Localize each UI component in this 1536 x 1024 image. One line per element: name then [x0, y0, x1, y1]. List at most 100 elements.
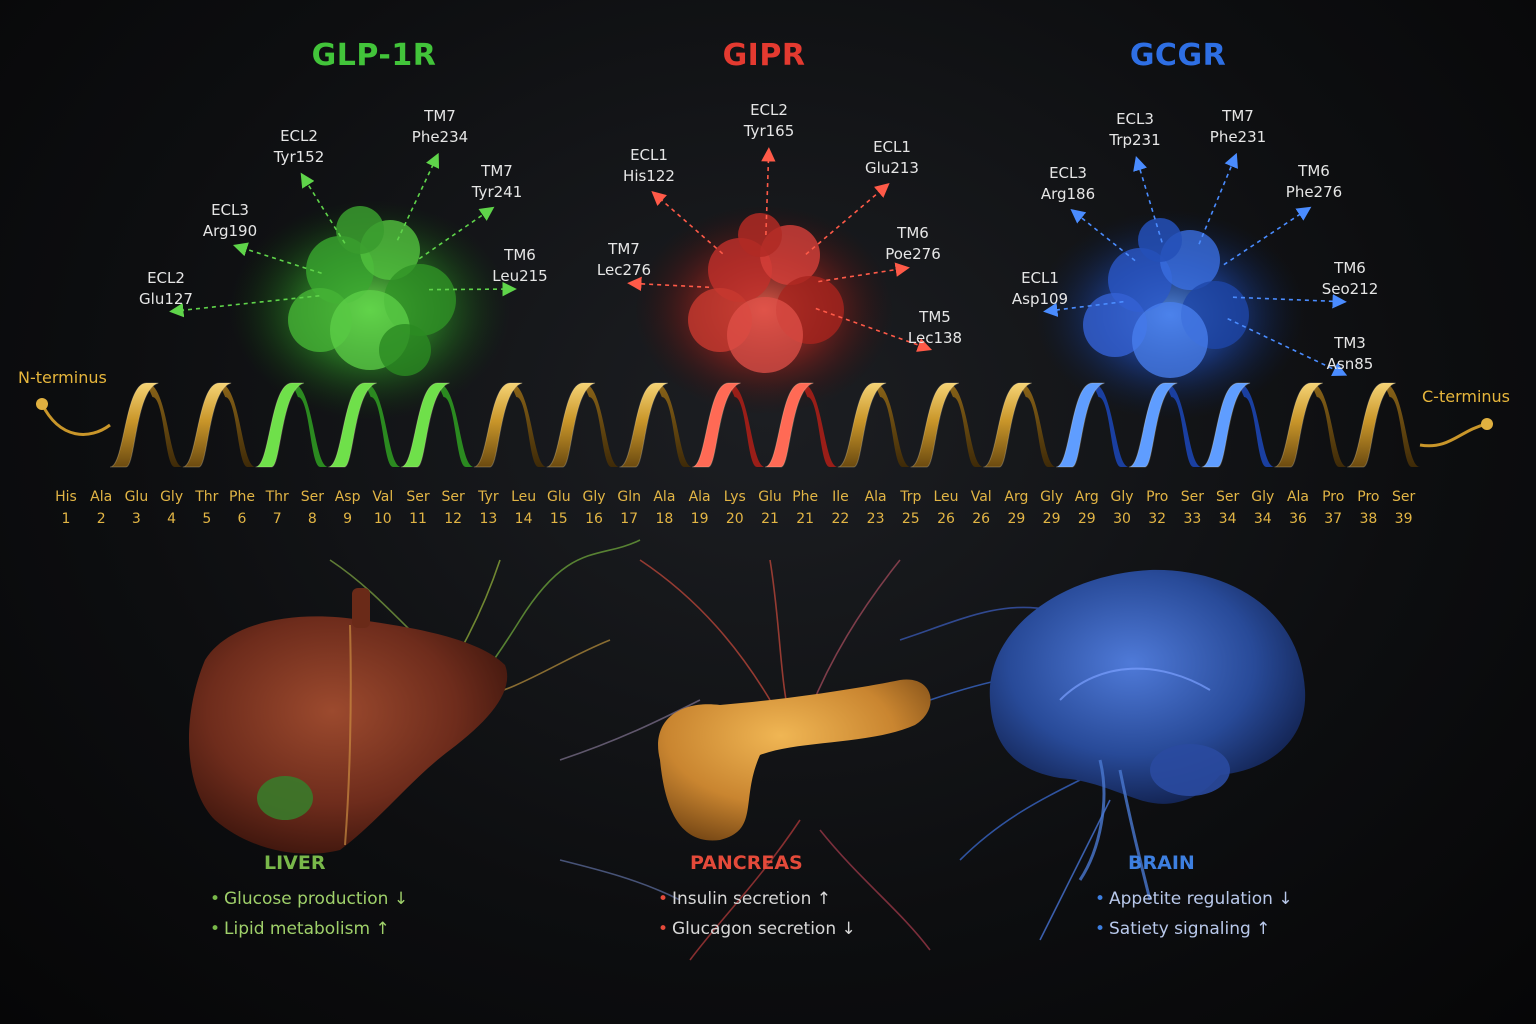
residue-label: Pro 37	[1313, 486, 1353, 530]
residue-number: 13	[479, 511, 498, 527]
residue-number: 33	[1183, 511, 1202, 527]
residue-label: Pro 32	[1137, 486, 1177, 530]
binding-arrow	[232, 242, 322, 275]
organ-title-liver: LIVER	[264, 852, 326, 874]
helix-front-strand	[546, 382, 596, 468]
helix-front-strand	[1128, 382, 1178, 468]
liver-illustration	[188, 588, 508, 854]
helix-front-strand	[619, 382, 669, 468]
helix-back-strand	[1019, 383, 1057, 467]
receptor-structures	[230, 200, 1305, 420]
binding-arrow	[818, 262, 910, 283]
residue-number: 4	[167, 511, 177, 527]
n-terminus-label: N-terminus	[18, 368, 107, 387]
residue-number: 26	[972, 511, 991, 527]
residue-name: Gly	[1110, 489, 1134, 505]
residue-number: 11	[409, 511, 427, 527]
peptide-helix	[36, 382, 1493, 468]
helix-front-strand	[910, 382, 960, 468]
organ-title-brain: BRAIN	[1128, 852, 1195, 874]
residue-label: Val 26	[961, 486, 1001, 530]
residue-number: 34	[1218, 511, 1237, 527]
helix-front-strand	[983, 382, 1032, 468]
residue-number: 18	[655, 511, 674, 527]
residue-name: Ser	[1180, 489, 1205, 505]
signaling-network	[329, 539, 1111, 961]
residue-number: 17	[620, 511, 639, 527]
residue-label: Ser 34	[1208, 486, 1248, 530]
helix-front-strand	[1055, 382, 1105, 468]
residue-name: Glu	[124, 489, 149, 505]
brain-effects-list: •Appetite regulation ↓ •Satiety signalin…	[1095, 884, 1293, 944]
residue-name: Val	[970, 489, 992, 505]
residue-name: Lys	[723, 489, 746, 505]
residue-name: Ile	[832, 489, 849, 505]
residue-number: 38	[1359, 511, 1378, 527]
residue-number: 29	[1077, 511, 1096, 527]
binding-arrows	[169, 147, 1348, 376]
residue-number: 32	[1148, 511, 1167, 527]
helix-back-strand	[291, 383, 329, 467]
residue-name: Pro	[1322, 489, 1345, 505]
residue-number: 10	[373, 511, 392, 527]
brain-illustration	[989, 569, 1306, 901]
receptor-title-gcgr: GCGR	[1129, 38, 1227, 73]
residue-number: 22	[831, 511, 850, 527]
residue-name: Pro	[1146, 489, 1169, 505]
effect-item: •Insulin secretion ↑	[658, 889, 831, 909]
residue-number: 12	[444, 511, 463, 527]
binding-arrow	[428, 281, 517, 297]
effect-item: •Satiety signaling ↑	[1095, 919, 1271, 939]
helix-back-strand	[655, 383, 693, 467]
helix-back-strand	[437, 383, 474, 467]
helix-front-strand	[473, 382, 523, 468]
residue-name: Ser	[1215, 489, 1240, 505]
residue-name: Ser	[300, 489, 325, 505]
binding-arrow	[761, 147, 776, 236]
helix-front-strand	[400, 382, 450, 468]
residue-name: Arg	[1074, 489, 1099, 505]
residue-name: Phe	[229, 489, 255, 505]
n-terminus-bead	[36, 398, 48, 410]
gipr-structure	[634, 205, 894, 415]
residue-number: 2	[96, 511, 106, 527]
residue-name: Leu	[511, 489, 537, 505]
residue-number: 9	[343, 511, 353, 527]
binding-arrow	[1070, 208, 1136, 262]
organ-title-pancreas: PANCREAS	[690, 852, 803, 874]
residue-number: 25	[901, 511, 920, 527]
residue-name: Thr	[195, 489, 219, 505]
effect-item: •Glucagon secretion ↓	[658, 919, 856, 939]
residue-name: Thr	[265, 489, 289, 505]
residue-label: Arg 29	[1067, 486, 1107, 530]
helix-back-strand	[801, 383, 838, 467]
residue-number: 37	[1324, 511, 1343, 527]
residue-number: 23	[866, 511, 885, 527]
glp1r-structure	[230, 200, 510, 420]
residue-name: Ala	[90, 489, 113, 505]
